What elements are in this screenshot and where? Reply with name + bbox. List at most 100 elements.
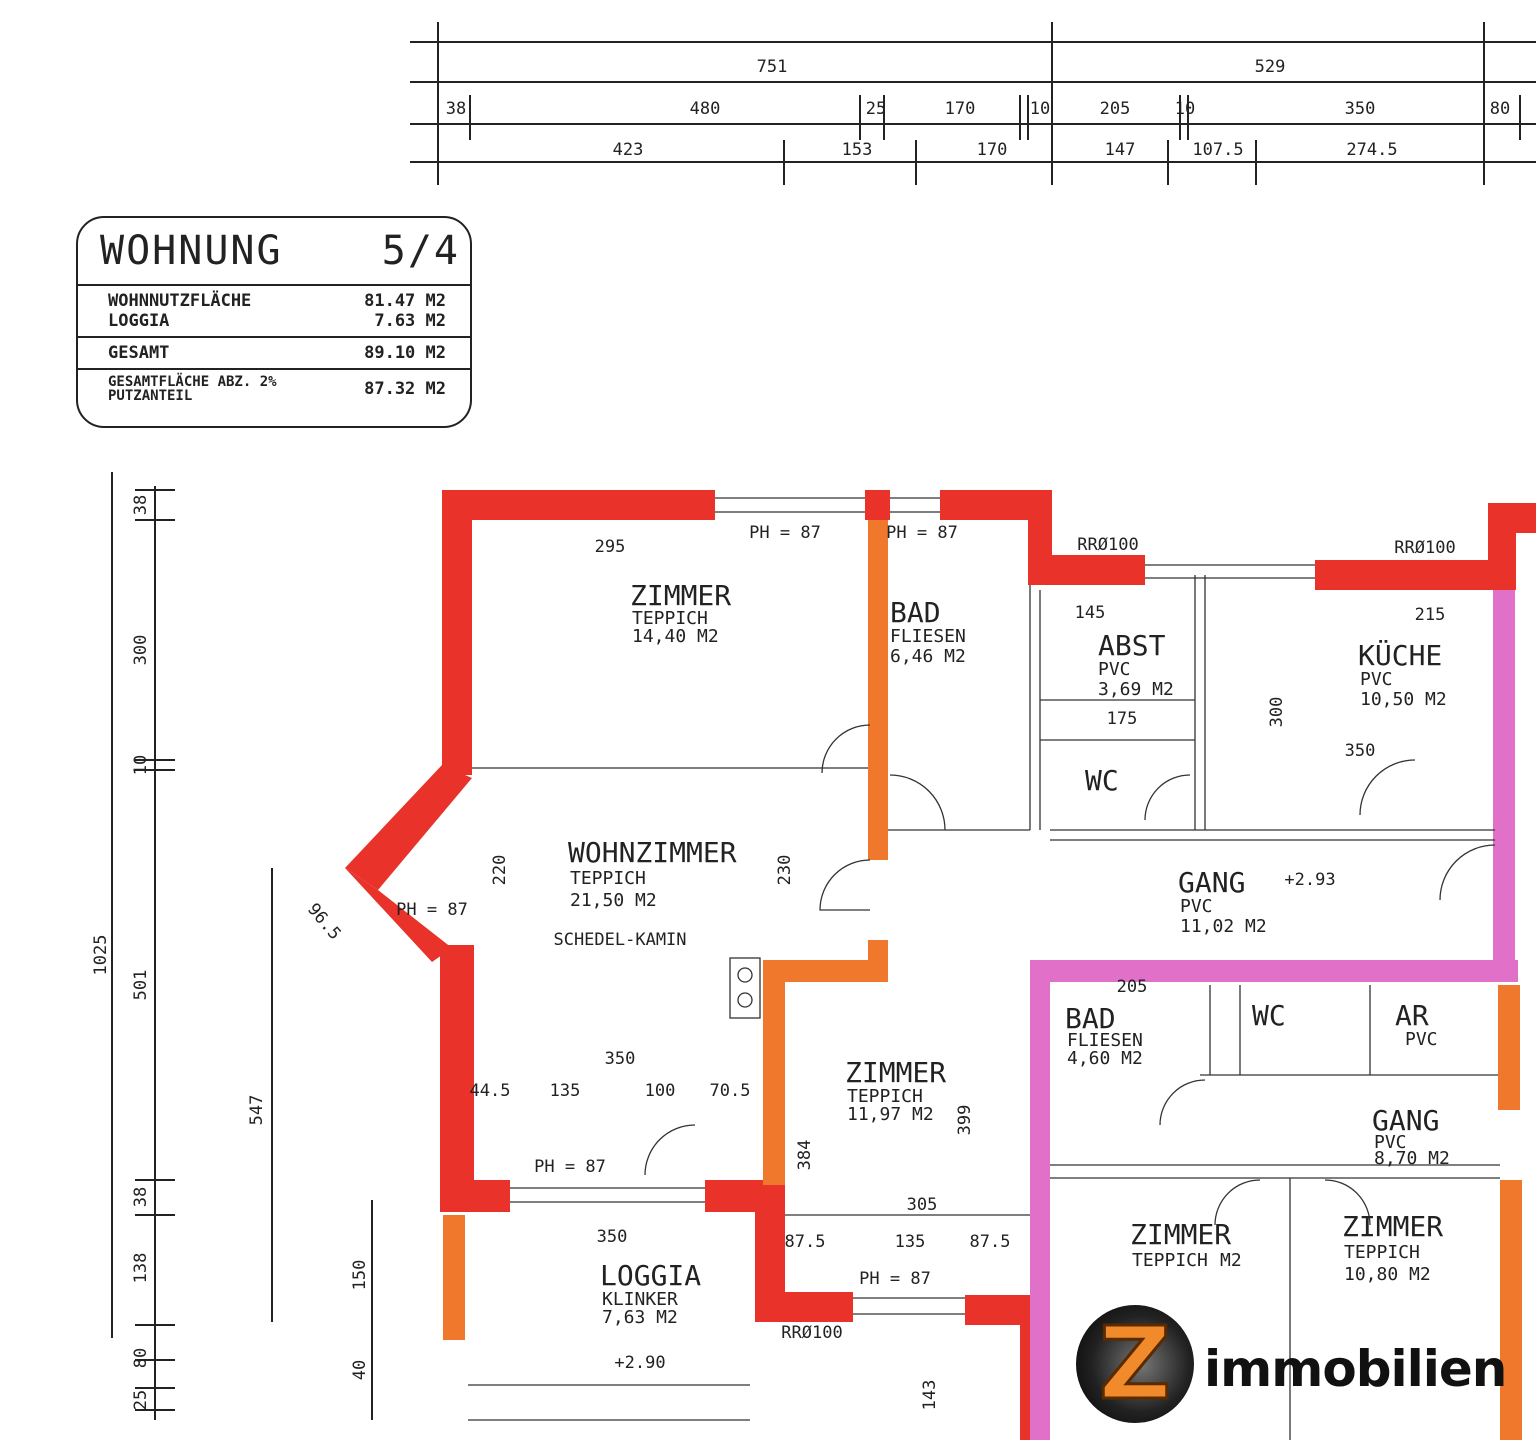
annotation-label: 350: [1345, 741, 1376, 761]
dimension-label: 38: [446, 99, 466, 119]
room-name: BAD: [1065, 1002, 1116, 1035]
dimension-label: 300: [131, 635, 151, 666]
room-area: M2: [1220, 1250, 1242, 1271]
company-logo: Z immobilien: [1076, 1305, 1507, 1423]
room-name: LOGGIA: [600, 1259, 701, 1292]
annotation-label: SCHEDEL-KAMIN: [553, 930, 686, 950]
annotation-label: 384: [795, 1140, 815, 1171]
annotation-label: 87.5: [785, 1232, 826, 1252]
annotation-label: RRØ100: [781, 1323, 842, 1343]
dimension-label: 423: [613, 140, 644, 160]
annotation-label: 350: [597, 1227, 628, 1247]
dimension-label: 25: [866, 99, 886, 119]
dimension-label: 170: [945, 99, 976, 119]
room-floor: PVC: [1180, 896, 1213, 917]
dimension-label: 751: [757, 57, 788, 77]
annotation-label: 295: [595, 537, 626, 557]
room-floor: PVC: [1374, 1132, 1407, 1153]
annotation-label: 215: [1415, 605, 1446, 625]
dimension-label: 153: [842, 140, 873, 160]
annotation-label: +2.93: [1284, 870, 1335, 890]
dimension-label: 529: [1255, 57, 1286, 77]
room-name: GANG: [1372, 1104, 1439, 1137]
room-wc-2: WC: [1252, 999, 1286, 1032]
dimension-label: 10: [131, 755, 151, 775]
dimension-label: 40: [350, 1360, 370, 1380]
info-box-title: WOHNUNG 5/4: [78, 218, 470, 286]
dimension-label: 274.5: [1346, 140, 1397, 160]
dimension-label: 80: [1490, 99, 1510, 119]
room-area: 11,02 M2: [1180, 916, 1267, 937]
dimension-label: 205: [1100, 99, 1131, 119]
annotation-label: 87.5: [970, 1232, 1011, 1252]
dimension-label: 1025: [91, 935, 111, 976]
room-floor: FLIESEN: [1067, 1030, 1143, 1051]
annotation-label: 300: [1267, 697, 1287, 728]
room-name: WC: [1085, 764, 1119, 797]
room-floor: TEPPICH: [632, 608, 708, 629]
annotation-label: +2.90: [614, 1353, 665, 1373]
room-area: 7,63 M2: [602, 1307, 678, 1328]
info-value: 81.47 M2: [364, 291, 446, 311]
top-dimension-chain: [410, 22, 1536, 185]
dimension-label: 10: [1175, 99, 1195, 119]
room-area: 11,97 M2: [847, 1104, 934, 1125]
dimension-label: 147: [1105, 140, 1136, 160]
info-value: 87.32 M2: [364, 379, 446, 399]
dimension-label: 25: [131, 1390, 151, 1410]
room-area: 10,80 M2: [1344, 1264, 1431, 1285]
annotation-label: 135: [895, 1232, 926, 1252]
apartment-number: 5/4: [381, 228, 460, 274]
room-name: GANG: [1178, 866, 1245, 899]
info-value: 89.10 M2: [364, 343, 446, 363]
room-area: 10,50 M2: [1360, 689, 1447, 710]
room-name: ZIMMER: [845, 1056, 946, 1089]
info-value: 7.63 M2: [374, 311, 446, 331]
room-floor: PVC: [1405, 1029, 1438, 1050]
logo-emblem: Z: [1076, 1305, 1194, 1423]
logo-wordmark: immobilien: [1204, 1340, 1507, 1398]
dimension-label: 480: [690, 99, 721, 119]
annotation-label: 350: [605, 1049, 636, 1069]
room-floor: TEPPICH: [847, 1086, 923, 1107]
room-area: 3,69 M2: [1098, 679, 1174, 700]
annotation-label: 100: [645, 1081, 676, 1101]
logo-letter: Z: [1097, 1305, 1172, 1422]
room-area: 21,50 M2: [570, 890, 657, 911]
room-wc-1: WC: [1085, 764, 1119, 797]
info-label: WOHNNUTZFLÄCHE: [108, 291, 252, 311]
room-floor: KLINKER: [602, 1289, 678, 1310]
room-name: WC: [1252, 999, 1286, 1032]
annotation-label: 143: [920, 1380, 940, 1411]
annotation-label: 175: [1107, 709, 1138, 729]
annotation-label: 44.5: [470, 1081, 511, 1101]
annotation-label: 205: [1117, 977, 1148, 997]
dimension-label: 350: [1345, 99, 1376, 119]
annotation-label: 135: [550, 1081, 581, 1101]
annotation-label: PH = 87: [749, 523, 821, 543]
room-area: 14,40 M2: [632, 626, 719, 647]
apartment-label: WOHNUNG: [100, 228, 283, 274]
dimension-label: 170: [977, 140, 1008, 160]
room-area: 6,46 M2: [890, 646, 966, 667]
room-floor: TEPPICH: [1344, 1242, 1420, 1263]
room-name: ZIMMER: [1130, 1218, 1231, 1251]
dimension-label: 10: [1030, 99, 1050, 119]
room-floor: TEPPICH: [570, 868, 646, 889]
